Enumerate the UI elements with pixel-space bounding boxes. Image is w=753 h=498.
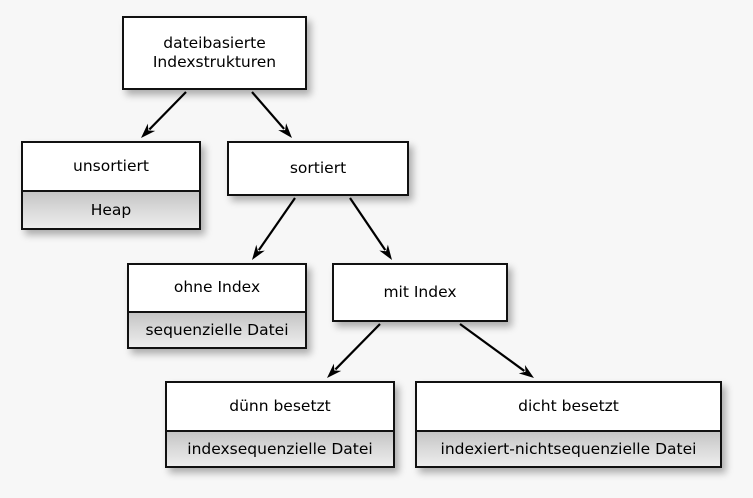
edge-arrowhead <box>141 123 156 138</box>
node-subtitle-unsortiert: Heap <box>23 190 199 228</box>
node-subtitle-duenn-besetzt: indexsequenzielle Datei <box>167 430 393 466</box>
edge-mit-index-to-dicht-besetzt <box>459 323 534 378</box>
edge-line <box>257 197 296 251</box>
node-title-root: dateibasierte Indexstrukturen <box>124 18 305 88</box>
edge-line <box>148 91 187 131</box>
edge-arrowhead <box>252 244 265 260</box>
edge-sortiert-to-ohne-index <box>252 197 296 260</box>
edge-line <box>349 197 387 251</box>
edge-arrowhead <box>518 364 534 378</box>
edge-root-to-unsortiert <box>141 91 187 138</box>
edge-arrowhead <box>278 123 292 138</box>
node-title-dicht-besetzt: dicht besetzt <box>417 383 720 430</box>
node-root: dateibasierte Indexstrukturen <box>122 16 307 90</box>
node-title-mit-index: mit Index <box>334 265 506 320</box>
edge-mit-index-to-duenn-besetzt <box>327 323 381 378</box>
node-title-ohne-index: ohne Index <box>129 265 305 311</box>
node-subtitle-ohne-index: sequenzielle Datei <box>129 311 305 347</box>
edge-arrowhead <box>327 363 342 378</box>
edge-line <box>459 323 525 372</box>
edge-line <box>251 91 285 130</box>
node-subtitle-dicht-besetzt: indexiert-nichtsequenzielle Datei <box>417 430 720 466</box>
node-mit-index: mit Index <box>332 263 508 322</box>
node-title-sortiert: sortiert <box>229 143 407 194</box>
edge-line <box>334 323 381 371</box>
node-title-duenn-besetzt: dünn besetzt <box>167 383 393 430</box>
edge-sortiert-to-mit-index <box>349 197 392 260</box>
node-title-unsortiert: unsortiert <box>23 143 199 190</box>
edge-arrowhead <box>379 244 392 260</box>
node-sortiert: sortiert <box>227 141 409 196</box>
edge-root-to-sortiert <box>251 91 292 138</box>
